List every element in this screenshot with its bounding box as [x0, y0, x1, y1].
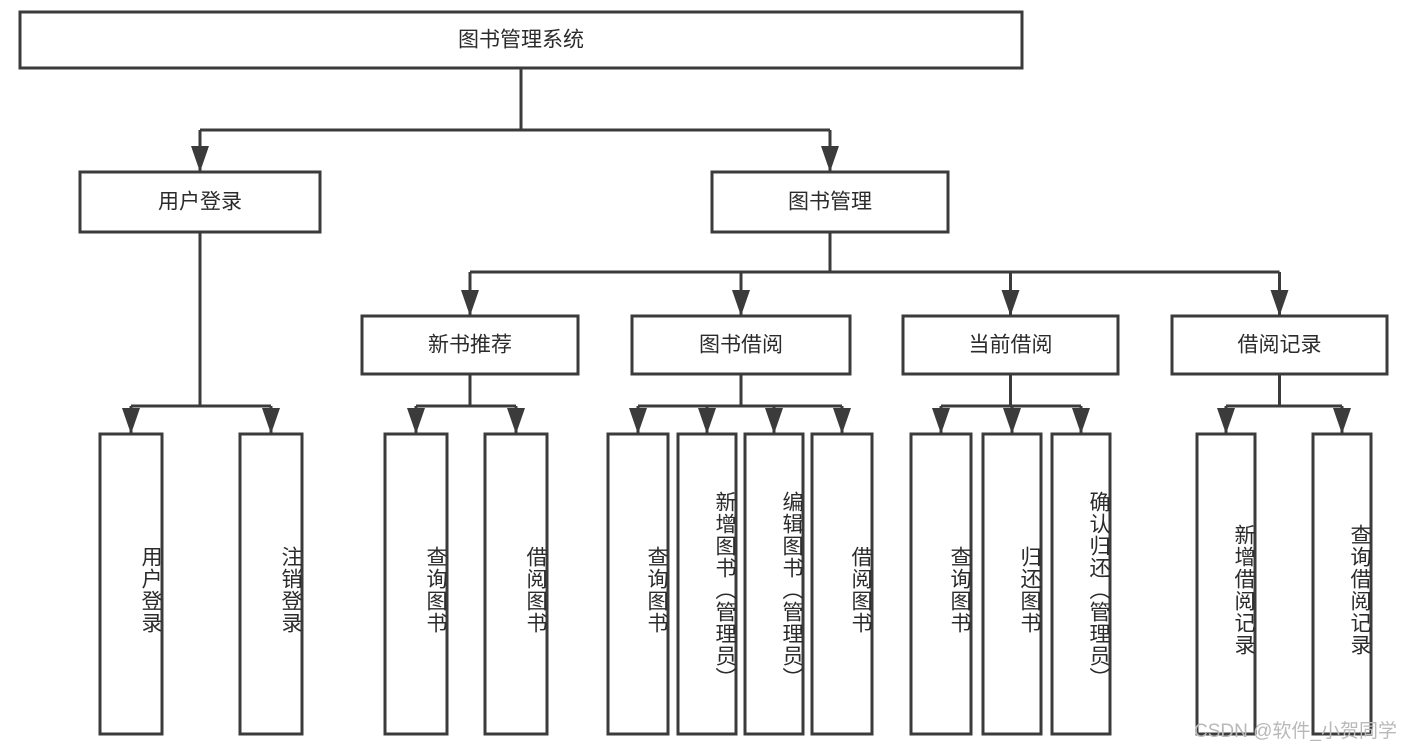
arrow-head-icon [932, 408, 950, 434]
node-box-user-login[interactable] [78, 170, 322, 234]
node-box-leaf-edit-book[interactable] [743, 432, 805, 736]
node-box-leaf-add-book[interactable] [676, 432, 738, 736]
arrow-head-icon [1270, 290, 1289, 316]
arrow-head-icon [122, 408, 140, 434]
arrow-head-icon [833, 408, 851, 434]
node-box-leaf-query-book-cb[interactable] [909, 432, 973, 736]
arrow-head-icon [1072, 408, 1090, 434]
arrow-head-icon [191, 146, 209, 172]
arrow-head-icon [1333, 408, 1351, 434]
node-box-leaf-borrow-book-rec[interactable] [483, 432, 549, 736]
arrow-head-icon [407, 408, 425, 434]
arrow-head-icon [1003, 408, 1021, 434]
node-box-current-borrow[interactable] [901, 314, 1120, 376]
node-box-leaf-query-book-bb[interactable] [606, 432, 670, 736]
arrow-head-icon [732, 290, 750, 316]
node-box-new-book-rec[interactable] [360, 314, 580, 376]
node-label-book-borrow: 图书借阅 [699, 334, 783, 357]
node-box-leaf-add-record[interactable] [1195, 432, 1257, 736]
watermark-text: CSDN @软件_小贺同学 [1194, 721, 1397, 742]
node-label-book-manage: 图书管理 [788, 191, 872, 214]
connector-layer [122, 68, 1351, 434]
node-box-root[interactable] [18, 10, 1024, 70]
node-box-book-manage[interactable] [710, 170, 950, 234]
node-box-leaf-logout[interactable] [238, 432, 304, 736]
node-label-new-book-rec: 新书推荐 [428, 334, 512, 357]
node-label-root: 图书管理系统 [458, 29, 584, 52]
node-box-layer [18, 10, 1389, 736]
node-box-borrow-record[interactable] [1170, 314, 1389, 376]
node-label-user-login: 用户登录 [158, 191, 242, 214]
node-box-leaf-query-book-rec[interactable] [383, 432, 449, 736]
node-box-book-borrow[interactable] [630, 314, 852, 376]
node-box-leaf-borrow-book-bb[interactable] [810, 432, 874, 736]
node-box-leaf-return-book[interactable] [981, 432, 1043, 736]
node-box-leaf-user-login[interactable] [98, 432, 164, 736]
arrow-head-icon [698, 408, 716, 434]
arrow-head-icon [461, 290, 479, 316]
arrow-head-icon [507, 408, 525, 434]
node-box-leaf-query-record[interactable] [1311, 432, 1373, 736]
arrow-head-icon [1001, 290, 1020, 316]
arrow-head-icon [765, 408, 783, 434]
node-label-borrow-record: 借阅记录 [1238, 334, 1322, 357]
arrow-head-icon [262, 408, 280, 434]
arrow-head-icon [821, 146, 839, 172]
arrow-head-icon [629, 408, 647, 434]
arrow-head-icon [1217, 408, 1235, 434]
node-label-current-borrow: 当前借阅 [969, 334, 1053, 357]
node-box-leaf-confirm-return[interactable] [1050, 432, 1112, 736]
